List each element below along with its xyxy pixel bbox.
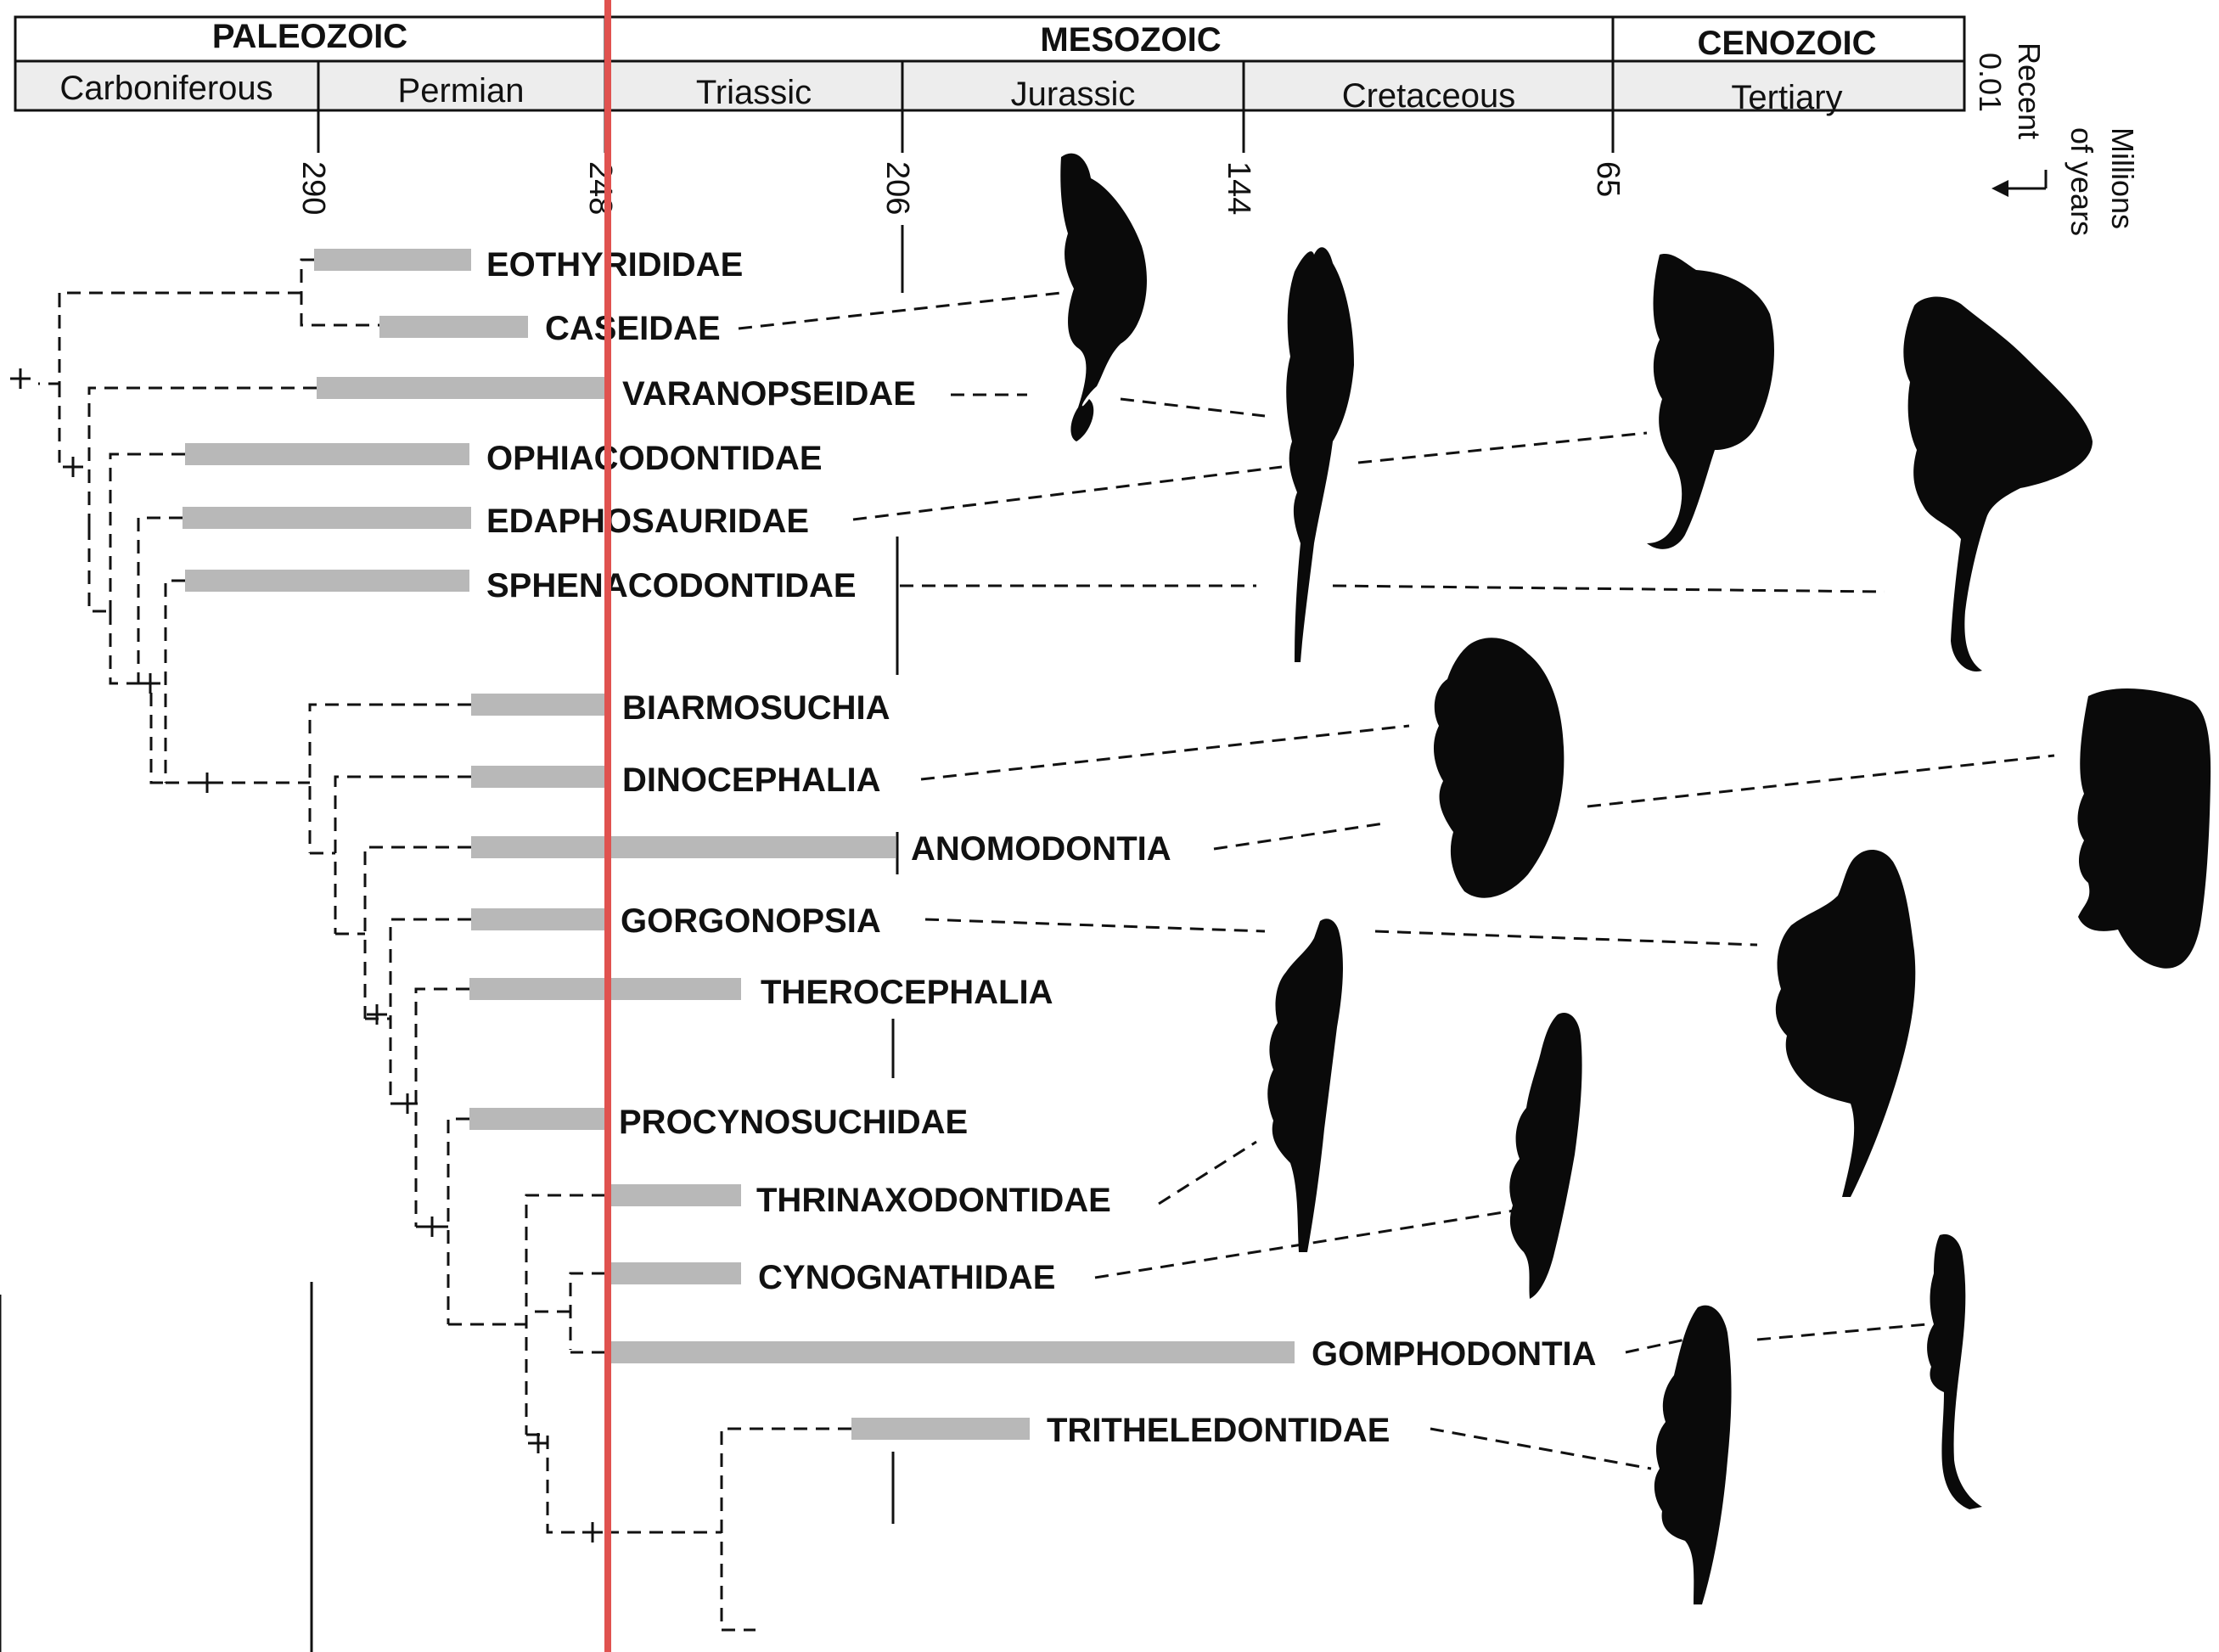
- taxon-label: DINOCEPHALIA: [622, 761, 880, 799]
- recent-label: Recent: [2012, 42, 2047, 139]
- period-tertiary: Tertiary: [1731, 79, 1842, 116]
- arrow-left-icon: [1991, 170, 2046, 197]
- taxon-label: SPHENACODONTIDAE: [486, 567, 857, 604]
- age-144: 144: [1221, 161, 1256, 215]
- period-triassic: Triassic: [696, 74, 812, 111]
- period-cretaceous: Cretaceous: [1342, 77, 1516, 115]
- therocephalian-silhouette-icon: [1267, 919, 1343, 1252]
- range-bar: [469, 1108, 605, 1130]
- taxon-label: EOTHYRIDIDAE: [486, 246, 743, 284]
- recent-value: 0.01: [1973, 53, 2008, 112]
- range-bar: [471, 908, 605, 930]
- range-bar: [471, 836, 896, 858]
- taxon-label: EDAPHOSAURIDAE: [486, 503, 809, 540]
- era-paleozoic: PALEOZOIC: [212, 18, 407, 55]
- range-bar: [851, 1418, 1030, 1440]
- range-bar: [605, 1262, 741, 1284]
- range-bar: [183, 507, 471, 529]
- range-bar: [471, 766, 605, 788]
- era-cenozoic: CENOZOIC: [1697, 25, 1876, 62]
- period-permian: Permian: [398, 72, 525, 110]
- range-bar: [185, 443, 469, 465]
- cynognathid-silhouette-icon: [1509, 1013, 1581, 1299]
- taxon-label: GORGONOPSIA: [621, 902, 881, 940]
- range-bar: [471, 694, 605, 716]
- era-mesozoic: MESOZOIC: [1040, 21, 1221, 59]
- edaphosaur-silhouette-icon: [1286, 247, 1354, 662]
- age-65: 65: [1590, 161, 1626, 197]
- range-bar: [317, 377, 605, 399]
- taxon-label: VARANOPSEIDAE: [622, 375, 916, 413]
- sphenacodont-silhouette-icon: [1903, 297, 2093, 671]
- taxon-label: GOMPHODONTIA: [1312, 1335, 1597, 1373]
- taxon-label: THEROCEPHALIA: [761, 974, 1053, 1011]
- node-markers: [10, 368, 603, 1542]
- taxon-label: CYNOGNATHIDAE: [758, 1259, 1055, 1296]
- gorgonopsian-silhouette-icon: [1776, 850, 1915, 1197]
- taxon-label: TRITHELEDONTIDAE: [1047, 1412, 1390, 1449]
- range-bar: [605, 1184, 741, 1206]
- tritheledontid-silhouette-icon: [1927, 1234, 1982, 1509]
- gomphodont-silhouette-icon: [1654, 1306, 1732, 1604]
- range-bar: [314, 249, 471, 271]
- ophiacodont-silhouette-icon: [1647, 254, 1774, 549]
- animal-silhouettes: [1060, 154, 2211, 1604]
- period-jurassic: Jurassic: [1011, 76, 1136, 113]
- age-248: 248: [582, 161, 618, 215]
- taxon-label: ANOMODONTIA: [911, 830, 1171, 868]
- taxon-label: BIARMOSUCHIA: [622, 689, 890, 727]
- anomodont-silhouette-icon: [2078, 688, 2211, 969]
- taxon-label: PROCYNOSUCHIDAE: [619, 1104, 968, 1141]
- range-bar: [605, 1341, 1295, 1363]
- taxon-label: THRINAXODONTIDAE: [756, 1182, 1111, 1219]
- time-unit-line2: of years: [2065, 127, 2099, 236]
- range-bar: [379, 316, 528, 338]
- taxon-label: OPHIACODONTIDAE: [486, 440, 823, 477]
- caseid-silhouette-icon: [1060, 154, 1147, 441]
- dinocephalian-silhouette-icon: [1434, 638, 1564, 897]
- age-290: 290: [295, 161, 331, 215]
- age-206: 206: [879, 161, 915, 215]
- time-unit-line1: Millions: [2105, 127, 2140, 229]
- range-bar: [185, 570, 469, 592]
- period-carboniferous: Carboniferous: [59, 70, 272, 107]
- taxon-label: CASEIDAE: [545, 310, 721, 347]
